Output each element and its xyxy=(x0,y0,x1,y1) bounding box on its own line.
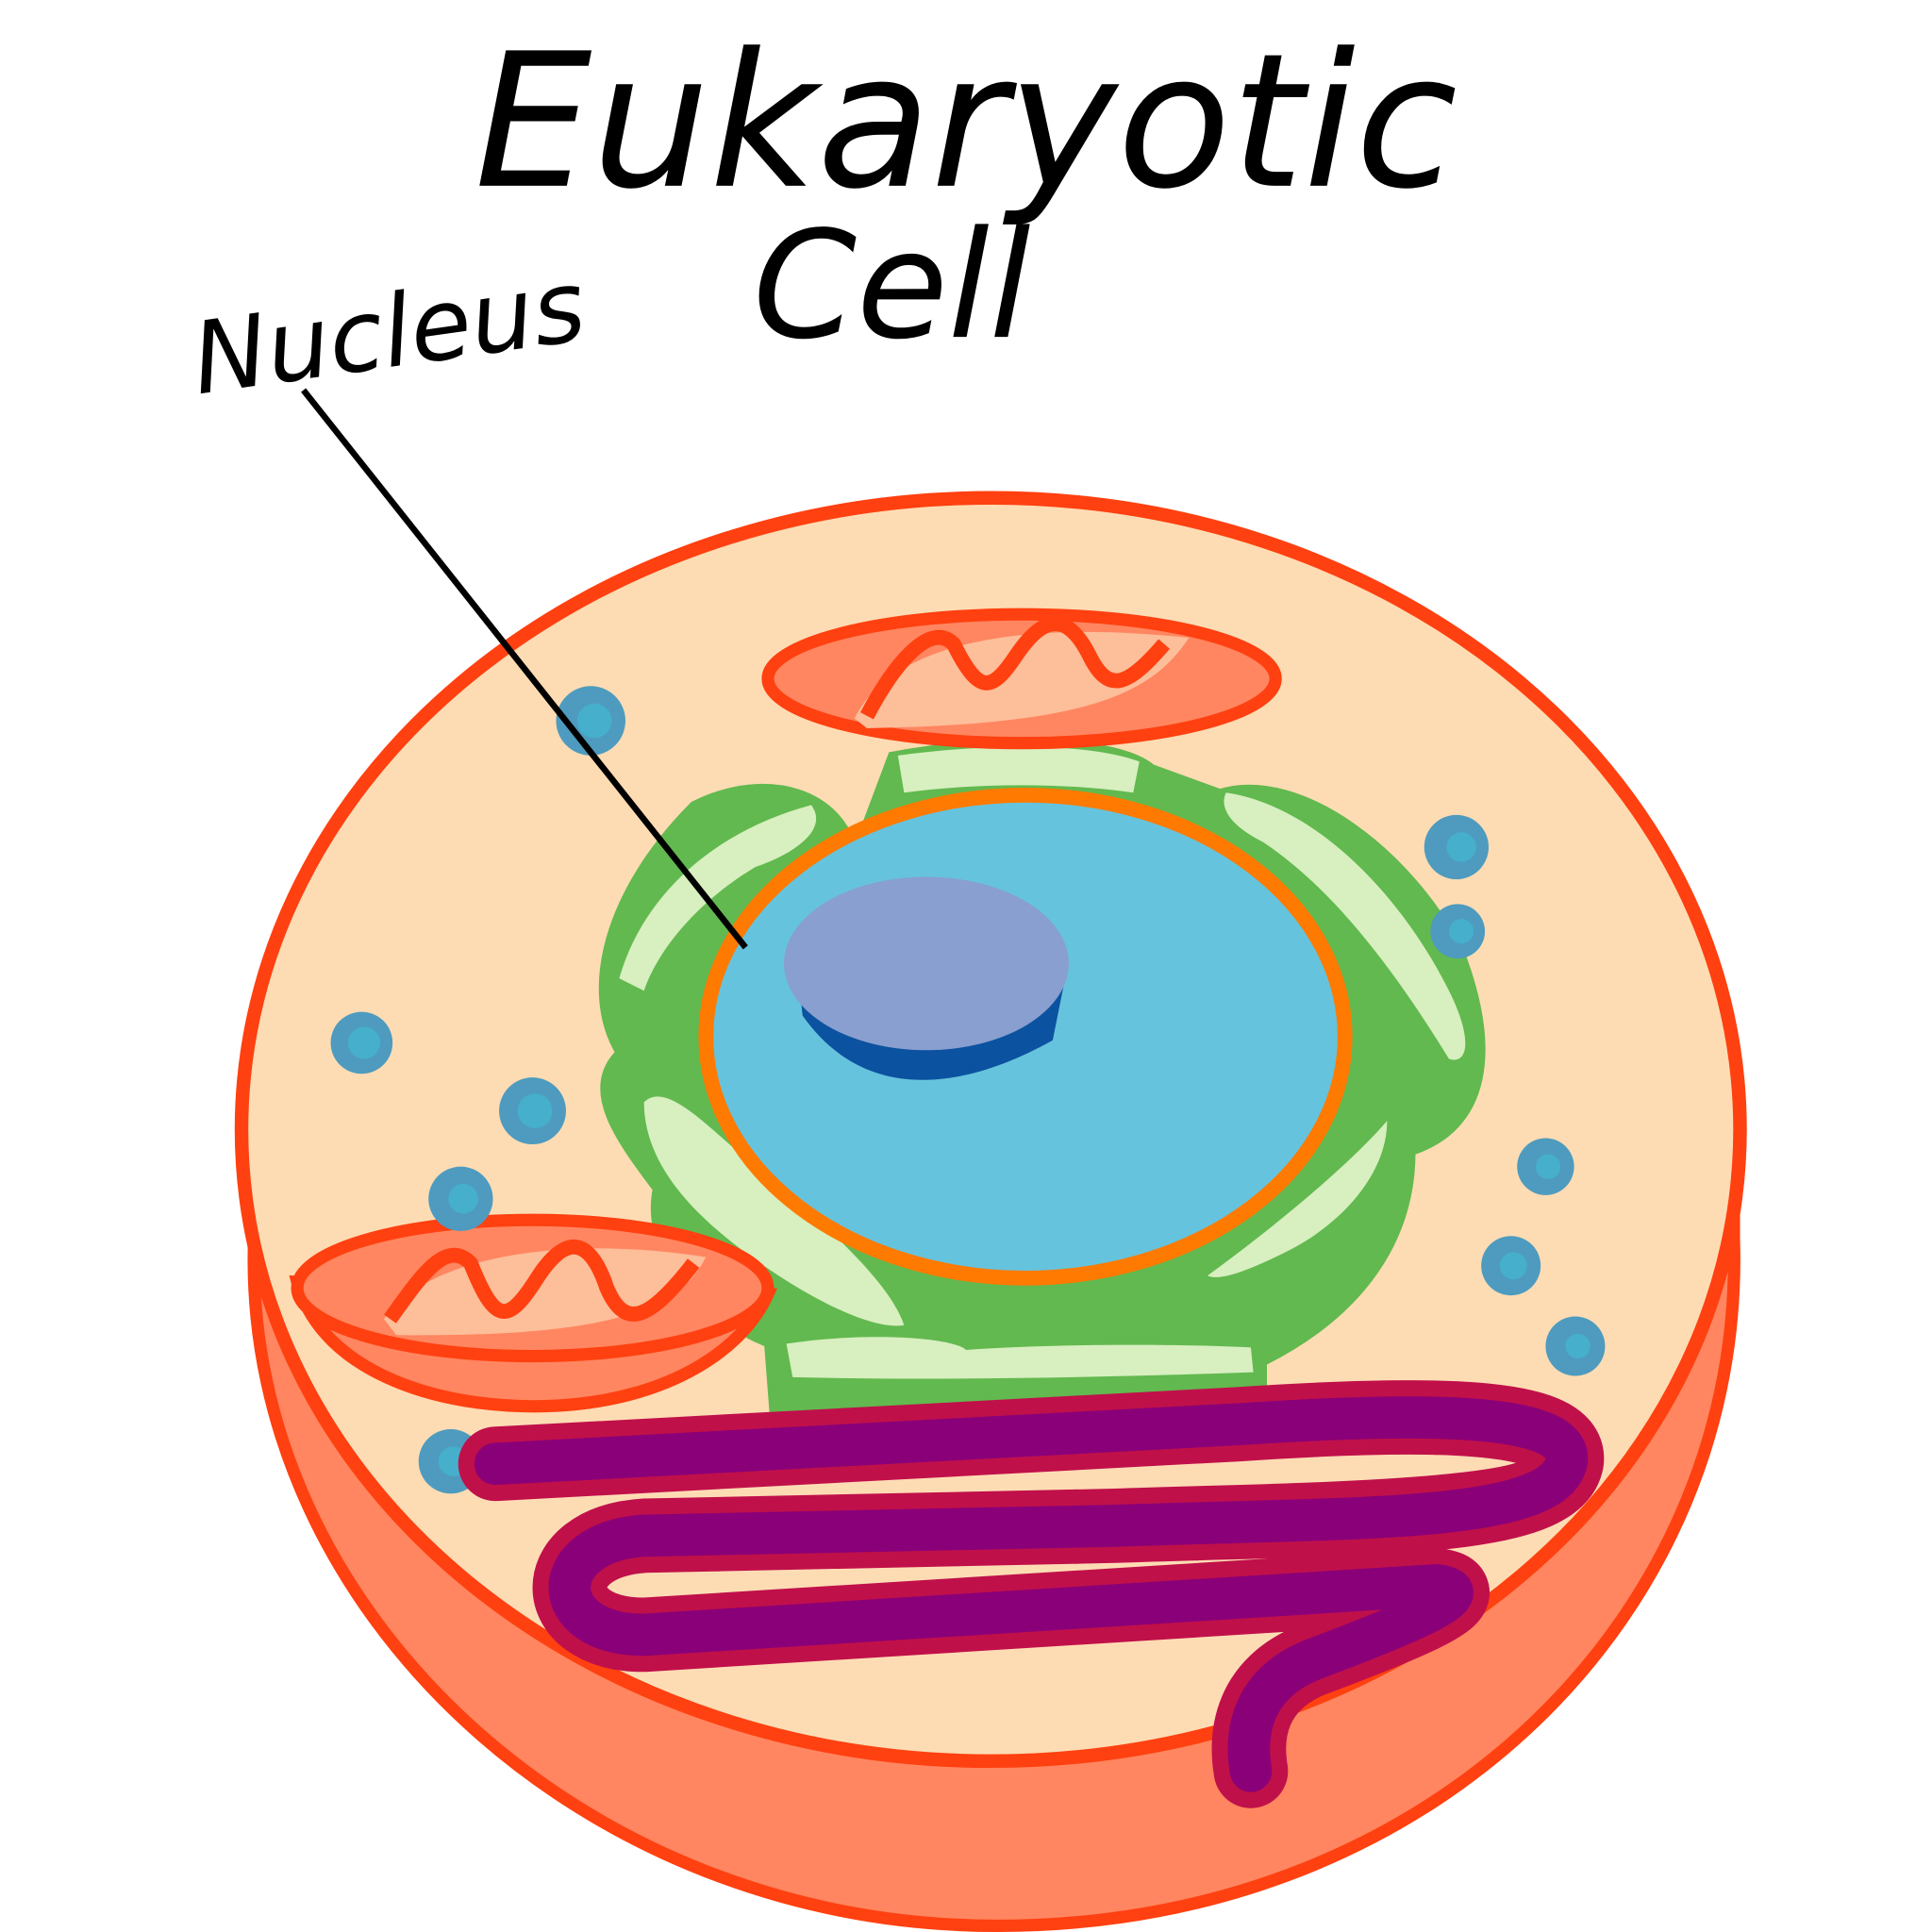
title-line-1: Eukaryotic xyxy=(475,14,1457,230)
title-line-2: Cell xyxy=(753,200,1030,373)
nucleus xyxy=(698,787,1353,1286)
nucleus-label: Nucleus xyxy=(186,248,592,417)
nucleus-pointer-line xyxy=(301,388,748,950)
golgi-apparatus xyxy=(458,1380,1605,1808)
mitochondrion-top xyxy=(761,608,1282,750)
mitochondrion-left xyxy=(289,1213,777,1413)
nucleolus xyxy=(784,876,1069,1051)
